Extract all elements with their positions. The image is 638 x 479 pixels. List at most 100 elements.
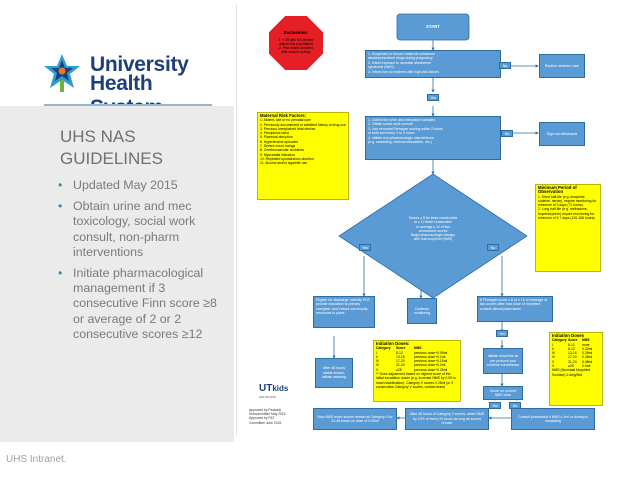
initiation-row: III 17-20 previous dose+0.15ml — [376, 359, 458, 363]
decision-line: Begin pharmacologic therapy — [411, 233, 455, 238]
sign-out-box: Sign out withdrawal — [539, 122, 585, 146]
maternal-risk-title: Maternal Risk Factors: — [260, 113, 307, 118]
cell: 0.6ml — [582, 364, 591, 369]
step2-line: 3. Use neonatal Finnegan scoring within … — [368, 126, 443, 131]
start-label: START — [426, 23, 440, 29]
observation-title: Minimum Period of Observation — [538, 185, 577, 195]
cell: I — [552, 342, 553, 347]
cell: 17-20 — [568, 355, 577, 360]
cell: 0.32ml — [582, 346, 593, 351]
decision-line: with oral morphine (NMS) — [413, 237, 453, 242]
initiation-title: Initiation Doses: — [376, 341, 410, 346]
cell: V — [552, 364, 555, 369]
cell: II — [376, 354, 378, 359]
risk-item: 1. Absent, late or no prenatal care — [260, 118, 311, 123]
ut-logo-text: UT — [259, 383, 273, 394]
stabilization-header: Score — [568, 338, 578, 343]
decision-line: or ≥ 12 twice consecutive — [413, 220, 453, 225]
cell: II — [552, 346, 554, 351]
cell: III — [376, 359, 379, 364]
step2-line: (e.g. swaddling, minimal stimulation, et… — [368, 140, 432, 145]
ut-kids-logo: UTkids SAN ANTONIO — [259, 378, 288, 399]
continue-monitoring-box: Continue monitoring — [407, 298, 437, 324]
cell: 8-12 — [568, 346, 575, 351]
cell: none — [582, 342, 590, 347]
footer-source: UHS Intranet. — [6, 454, 67, 465]
cell: 8-12 — [568, 342, 575, 347]
risk-item: 7. Severe mood swings — [260, 144, 296, 149]
decision-line: consecutive scores — [418, 228, 448, 233]
risk-item: 6. Hypertensive episodes — [260, 139, 299, 144]
risk-item: 2. Previously documented or admitted his… — [260, 122, 346, 127]
cell: V — [376, 367, 379, 372]
flowchart-connectors — [332, 13, 539, 420]
cell: previous dose+0.25ml — [414, 367, 448, 372]
risk-item: 4. Precipitous labor — [260, 131, 290, 136]
decrease-wean-box: After 48 hours of Category 0 scores, wea… — [405, 408, 489, 430]
kids-logo-text: kids — [272, 384, 289, 393]
risk-item: 10. Repeated spontaneous abortion — [260, 156, 314, 161]
logo-text-university: University — [90, 53, 189, 76]
step2-box: 1. Collect the urine and meconium sample… — [365, 116, 501, 160]
cell: ≥25 — [396, 367, 402, 372]
exclusions-line: 1. < 35 wks GA (limited — [278, 37, 314, 42]
no-label: No — [501, 130, 513, 137]
stabilization-header: NMS — [582, 338, 590, 343]
nas-flowchart: START Exclusions: 1. < 35 wks GA (limite… — [236, 4, 610, 435]
stabilization-note: NMS (Neonatal Morphine Solution) 0.4mg/5… — [552, 368, 591, 377]
risk-item: 9. Myocardial infarction — [260, 152, 295, 157]
risk-item: 11. Alcohol and/or cigarette use — [260, 161, 308, 166]
approval-line: Subcommittee May 2015 — [249, 412, 286, 417]
cell: 13-16 — [396, 354, 405, 359]
no-label: No — [487, 244, 499, 251]
step2-line: 2. Obtain social work consult — [368, 122, 413, 127]
step1-line: 1. Suspected or known maternal substance — [368, 52, 436, 56]
cell: 0.28ml — [582, 351, 593, 356]
bullet-list: Updated May 2015 Obtain urine and mec to… — [58, 178, 226, 348]
cell: 17-20 — [396, 359, 405, 364]
decision-line: or average ≥ 12 of two — [416, 224, 450, 229]
start-node — [396, 13, 470, 41]
step2-line: of birth and every 3 to 4 hours — [368, 131, 415, 136]
bullet-item: Obtain urine and mec toxicology, social … — [58, 199, 226, 260]
stabilization-header-row: Category Score NMS — [552, 338, 600, 342]
cell: IV — [552, 355, 556, 360]
cell: 0.36ml — [582, 355, 593, 360]
observation-line: 2. Long half-life (e.g. methadone, bupre… — [538, 207, 596, 221]
wean-sign-box: After 48 hours stable scores, initiate w… — [315, 358, 353, 388]
routine-care-box: Routine newborn care — [539, 54, 585, 78]
yes-label: Yes — [359, 244, 371, 251]
slide-heading: UHS NAS GUIDELINES — [60, 127, 163, 168]
cell: 8-12 — [396, 350, 403, 355]
yes-label: Yes — [489, 402, 501, 409]
risk-item: 8. Cerebrovascular accidents — [260, 148, 304, 153]
yes-label: Yes — [427, 94, 439, 101]
maternal-risk-box: Maternal Risk Factors: 1. Absent, late o… — [257, 112, 349, 200]
risk-item: 3. Previous unexplained fetal demise — [260, 126, 316, 131]
step1-line: 2. Infant exposed to neonatal abstinence — [368, 60, 432, 65]
cell: 13-16 — [568, 351, 577, 356]
cell: previous dose+0.05ml — [414, 350, 448, 355]
cell: 21-24 — [396, 363, 405, 368]
cell: IV — [376, 363, 380, 368]
cell: previous dose+0.1ml — [414, 354, 446, 359]
risk-item: 5. Placental abruption — [260, 135, 293, 140]
cell: previous dose+0.2ml — [414, 363, 446, 368]
stabilization-row: IV 17-20 0.36ml — [552, 355, 600, 359]
initiation-header: Category — [376, 346, 391, 351]
cell: previous dose+0.15ml — [414, 359, 448, 364]
stabilization-row: I 8-12 none — [552, 343, 600, 347]
approval-line: Committee June 2015 — [249, 420, 282, 425]
university-health-system-logo: University Health System — [40, 52, 210, 119]
stop-nms-box: Stop NMS when scores remain at Category … — [313, 408, 397, 430]
cell: 21-24 — [568, 359, 577, 364]
stabilization-row: II 8-12 0.32ml — [552, 347, 600, 351]
step1-line: abuse/prescribed drugs during pregnancy — [368, 56, 433, 61]
step2-line: 1. Collect the urine and meconium sample… — [368, 118, 436, 122]
step1-box: 1. Suspected or known maternal substance… — [365, 50, 501, 78]
no-label: No — [499, 62, 511, 69]
